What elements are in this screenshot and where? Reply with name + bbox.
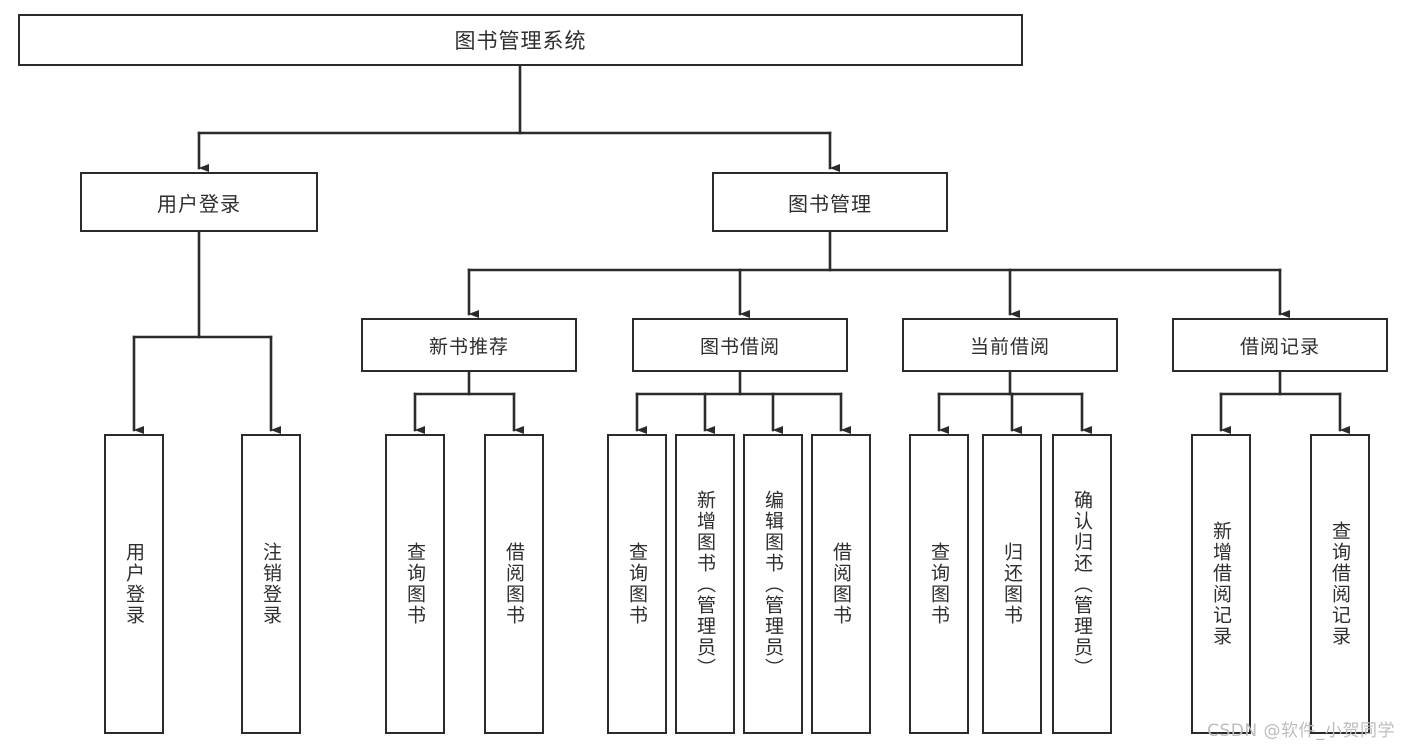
node-label: 当前借阅 <box>969 335 1050 358</box>
node-label: 确认归还（管理员） <box>1071 489 1094 679</box>
node-label: 图书管理 <box>788 191 872 216</box>
node-label: 查询图书 <box>626 542 649 626</box>
node-label: 用户登录 <box>123 542 146 626</box>
node-level1-用户登录[interactable]: 用户登录 <box>80 172 318 232</box>
node-label: 查询图书 <box>928 542 951 626</box>
node-label: 新增借阅记录 <box>1210 521 1233 647</box>
node-level2-图书借阅[interactable]: 图书借阅 <box>632 318 848 372</box>
node-leaf-归还图书[interactable]: 归还图书 <box>982 434 1042 734</box>
node-leaf-借阅图书[interactable]: 借阅图书 <box>484 434 544 734</box>
node-label: 新增图书（管理员） <box>694 489 717 679</box>
watermark-text: CSDN @软件_小贺同学 <box>1207 721 1395 741</box>
node-label: 借阅记录 <box>1239 335 1320 358</box>
node-leaf-注销登录[interactable]: 注销登录 <box>241 434 301 734</box>
node-label: 查询图书 <box>404 542 427 626</box>
node-label: 图书借阅 <box>699 335 780 358</box>
node-label: 图书管理系统 <box>454 29 587 53</box>
node-leaf-新增借阅记录[interactable]: 新增借阅记录 <box>1191 434 1251 734</box>
node-label: 新书推荐 <box>428 335 509 358</box>
node-leaf-借阅图书[interactable]: 借阅图书 <box>811 434 871 734</box>
node-level2-借阅记录[interactable]: 借阅记录 <box>1172 318 1388 372</box>
node-level2-新书推荐[interactable]: 新书推荐 <box>361 318 577 372</box>
node-label: 借阅图书 <box>503 542 526 626</box>
node-leaf-用户登录[interactable]: 用户登录 <box>104 434 164 734</box>
node-leaf-编辑图书（管理员）[interactable]: 编辑图书（管理员） <box>743 434 803 734</box>
node-leaf-查询图书[interactable]: 查询图书 <box>607 434 667 734</box>
node-level2-当前借阅[interactable]: 当前借阅 <box>902 318 1118 372</box>
node-leaf-查询图书[interactable]: 查询图书 <box>385 434 445 734</box>
node-label: 查询借阅记录 <box>1329 521 1352 647</box>
node-label: 注销登录 <box>260 542 283 626</box>
node-label: 编辑图书（管理员） <box>762 489 785 679</box>
node-leaf-查询图书[interactable]: 查询图书 <box>909 434 969 734</box>
node-label: 归还图书 <box>1001 542 1024 626</box>
node-level1-图书管理[interactable]: 图书管理 <box>712 172 948 232</box>
node-leaf-新增图书（管理员）[interactable]: 新增图书（管理员） <box>675 434 735 734</box>
node-label: 借阅图书 <box>830 542 853 626</box>
node-leaf-确认归还（管理员）[interactable]: 确认归还（管理员） <box>1052 434 1112 734</box>
node-root-图书管理系统[interactable]: 图书管理系统 <box>18 14 1023 66</box>
node-label: 用户登录 <box>157 191 241 216</box>
node-leaf-查询借阅记录[interactable]: 查询借阅记录 <box>1310 434 1370 734</box>
